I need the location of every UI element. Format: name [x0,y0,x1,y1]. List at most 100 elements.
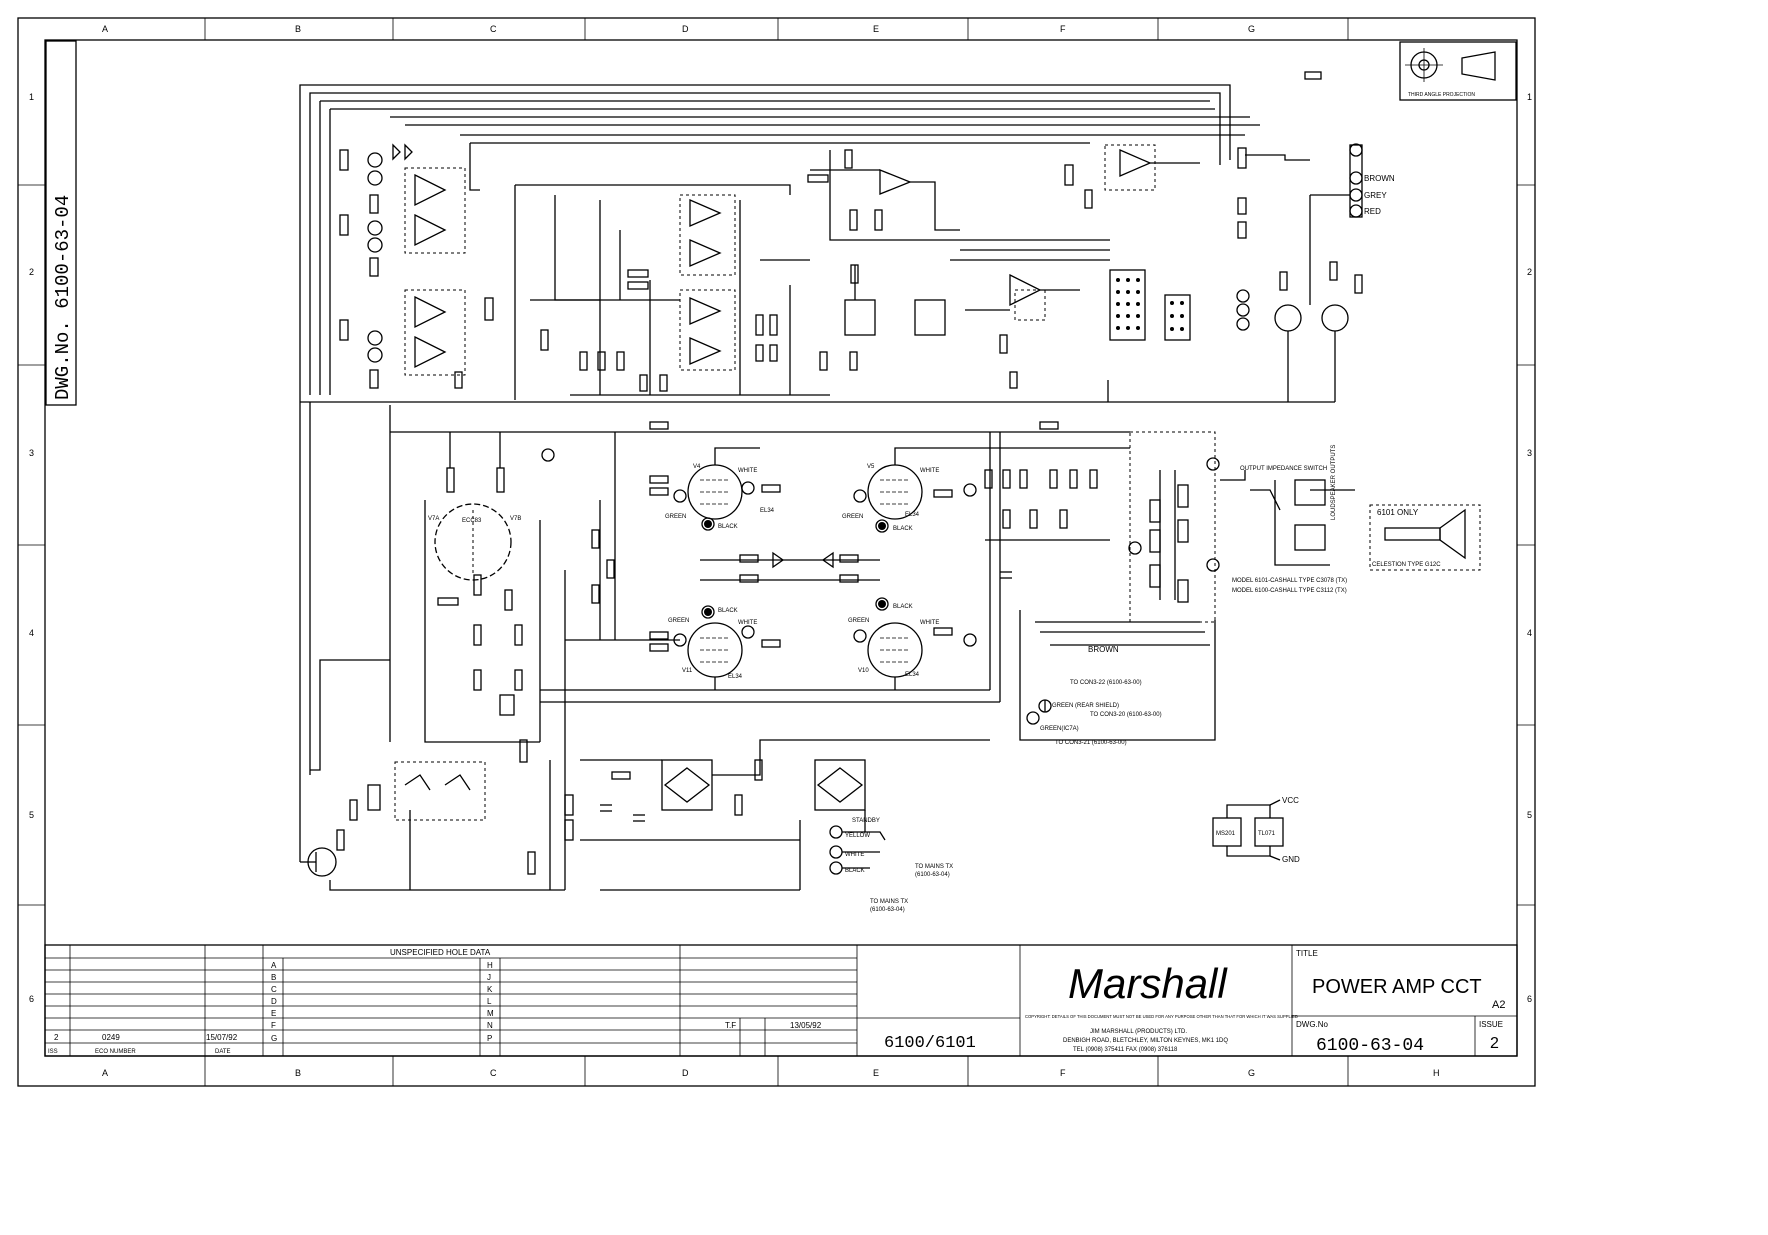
company-name: JIM MARSHALL (PRODUCTS) LTD. [1090,1029,1187,1035]
to-mains-tx-1: TO MAINS TX [915,864,953,870]
company-tel: TEL (0908) 375411 FAX (0908) 376118 [1073,1047,1178,1053]
label-white-v11: WHITE [738,620,757,626]
tube-v7a: V7A [428,516,439,522]
hole-letter: N [487,1021,493,1030]
col-letter: F [1060,24,1066,34]
green-ic-label: GREEN(IC7A) [1040,726,1079,732]
tube-v5: V5 [867,464,875,470]
label-black-v11: BLACK [718,608,738,614]
model-only-label: 6101 ONLY [1377,508,1419,517]
side-dwg-number: DWG.No. 6100-63-04 [52,195,74,400]
rev-date: 15/07/92 [206,1033,238,1042]
ic-ms201: MS201 [1216,831,1236,837]
marshall-logo: Marshall [1068,960,1228,1007]
label-white-v10: WHITE [920,620,939,626]
preamp-section: BROWN GREY RED [299,71,1395,403]
sheet-border [17,17,1536,1087]
row-number: 3 [29,448,34,458]
dwg-number: 6100-63-04 [1316,1036,1424,1056]
wire-brown: BROWN [1364,174,1395,183]
model-note-6101: MODEL 6101-CASHALL TYPE C3078 (TX) [1232,578,1347,584]
valve-el34-d: EL34 [905,672,920,678]
label-black-v10: BLACK [893,604,913,610]
col-letter: F [1060,1068,1066,1078]
wire-red: RED [1364,207,1381,216]
col-letter: E [873,1068,879,1078]
title-heading: TITLE [1296,949,1318,958]
green-rear-label: GREEN (REAR SHIELD) [1052,703,1119,709]
issue-heading: ISSUE [1479,1020,1503,1029]
schematic-sheet: A B C D E F G A B C D E F G H 1 2 3 4 5 … [17,17,1536,1087]
power-amp-section: 6101 ONLY CELESTION TYPE G12C LOUDSPEAKE… [389,405,1481,890]
hole-letter: B [271,973,276,982]
label-white-v5: WHITE [920,468,939,474]
label-green-v5: GREEN [842,514,863,520]
hole-letter: L [487,997,492,1006]
valve-ecc83: ECC83 [462,518,482,524]
hole-data-heading: UNSPECIFIED HOLE DATA [390,948,491,957]
row-number: 6 [29,994,34,1004]
speaker-note: CELESTION TYPE G12C [1372,562,1441,568]
row-number: 4 [1527,628,1532,638]
rev-head-iss: ISS [48,1049,58,1055]
label-green-v10: GREEN [848,618,869,624]
row-numbers: 1 2 3 4 5 6 1 2 3 4 5 6 [29,92,1532,1004]
col-letter: H [1433,1068,1440,1078]
rev-issue: 2 [54,1033,59,1042]
standby-label: STANDBY [852,818,880,824]
company-address: DENBIGH ROAD, BLETCHLEY, MILTON KEYNES, … [1063,1038,1228,1044]
col-letter: G [1248,1068,1255,1078]
tube-v10: V10 [858,668,869,674]
model-note-6100: MODEL 6100-CASHALL TYPE C3112 (TX) [1232,588,1347,594]
vcc-label: VCC [1282,796,1299,805]
hole-letter: F [271,1021,276,1030]
gnd-label: GND [1282,855,1300,864]
row-number: 6 [1527,994,1532,1004]
col-letter: C [490,1068,497,1078]
issue-number: 2 [1490,1035,1499,1052]
hole-letter: A [271,961,277,970]
sheet-size: A2 [1492,999,1505,1011]
col-letter: D [682,1068,689,1078]
column-letters-top: A B C D E F G [102,24,1255,34]
drawn-by: T.F [725,1021,736,1030]
hole-letter: J [487,973,491,982]
col-letter: A [102,24,108,34]
dwg-no-heading: DWG.No [1296,1020,1329,1029]
title-block: 2 0249 15/07/92 ISS ECO NUMBER DATE UNSP… [44,944,1518,1057]
label-black-v5: BLACK [893,526,913,532]
lead-brown: BROWN [1088,645,1119,654]
hole-letter: K [487,985,493,994]
label-green-v4: GREEN [665,514,686,520]
label-green-v11: GREEN [668,618,689,624]
tube-v7b: V7B [510,516,521,522]
row-number: 1 [29,92,34,102]
hole-letter: D [271,997,277,1006]
col-letter: B [295,1068,301,1078]
row-number: 1 [1527,92,1532,102]
projection-symbol: THIRD ANGLE PROJECTION [1399,41,1517,101]
copyright-note: COPYRIGHT: DETAILS OF THIS DOCUMENT MUST… [1025,1014,1298,1019]
lead-white: WHITE [845,852,864,858]
drawing-title: POWER AMP CCT [1312,976,1482,998]
column-letters-bottom: A B C D E F G H [102,1068,1440,1078]
hole-letter: E [271,1009,276,1018]
hole-letter: M [487,1009,494,1018]
power-supply-section: STANDBY YELLOW WHITE BLACK TO MAINS TX (… [299,395,1300,913]
projection-label: THIRD ANGLE PROJECTION [1408,92,1475,98]
mains-ref-1: (6100-63-04) [915,872,950,878]
label-black-v4: BLACK [718,524,738,530]
lead-black: BLACK [845,868,865,874]
hole-letter: G [271,1034,277,1043]
col-letter: A [102,1068,108,1078]
valve-el34-b: EL34 [905,512,920,518]
rev-head-date: DATE [215,1049,231,1055]
model-number: 6100/6101 [884,1034,976,1053]
rev-eco: 0249 [102,1033,120,1042]
row-number: 3 [1527,448,1532,458]
wire-grey: GREY [1364,191,1387,200]
output-impedance-label: OUTPUT IMPEDANCE SWITCH [1240,466,1327,472]
drawn-date: 13/05/92 [790,1021,822,1030]
tube-v11: V11 [682,668,693,674]
mains-ref-2: (6100-63-04) [870,907,905,913]
